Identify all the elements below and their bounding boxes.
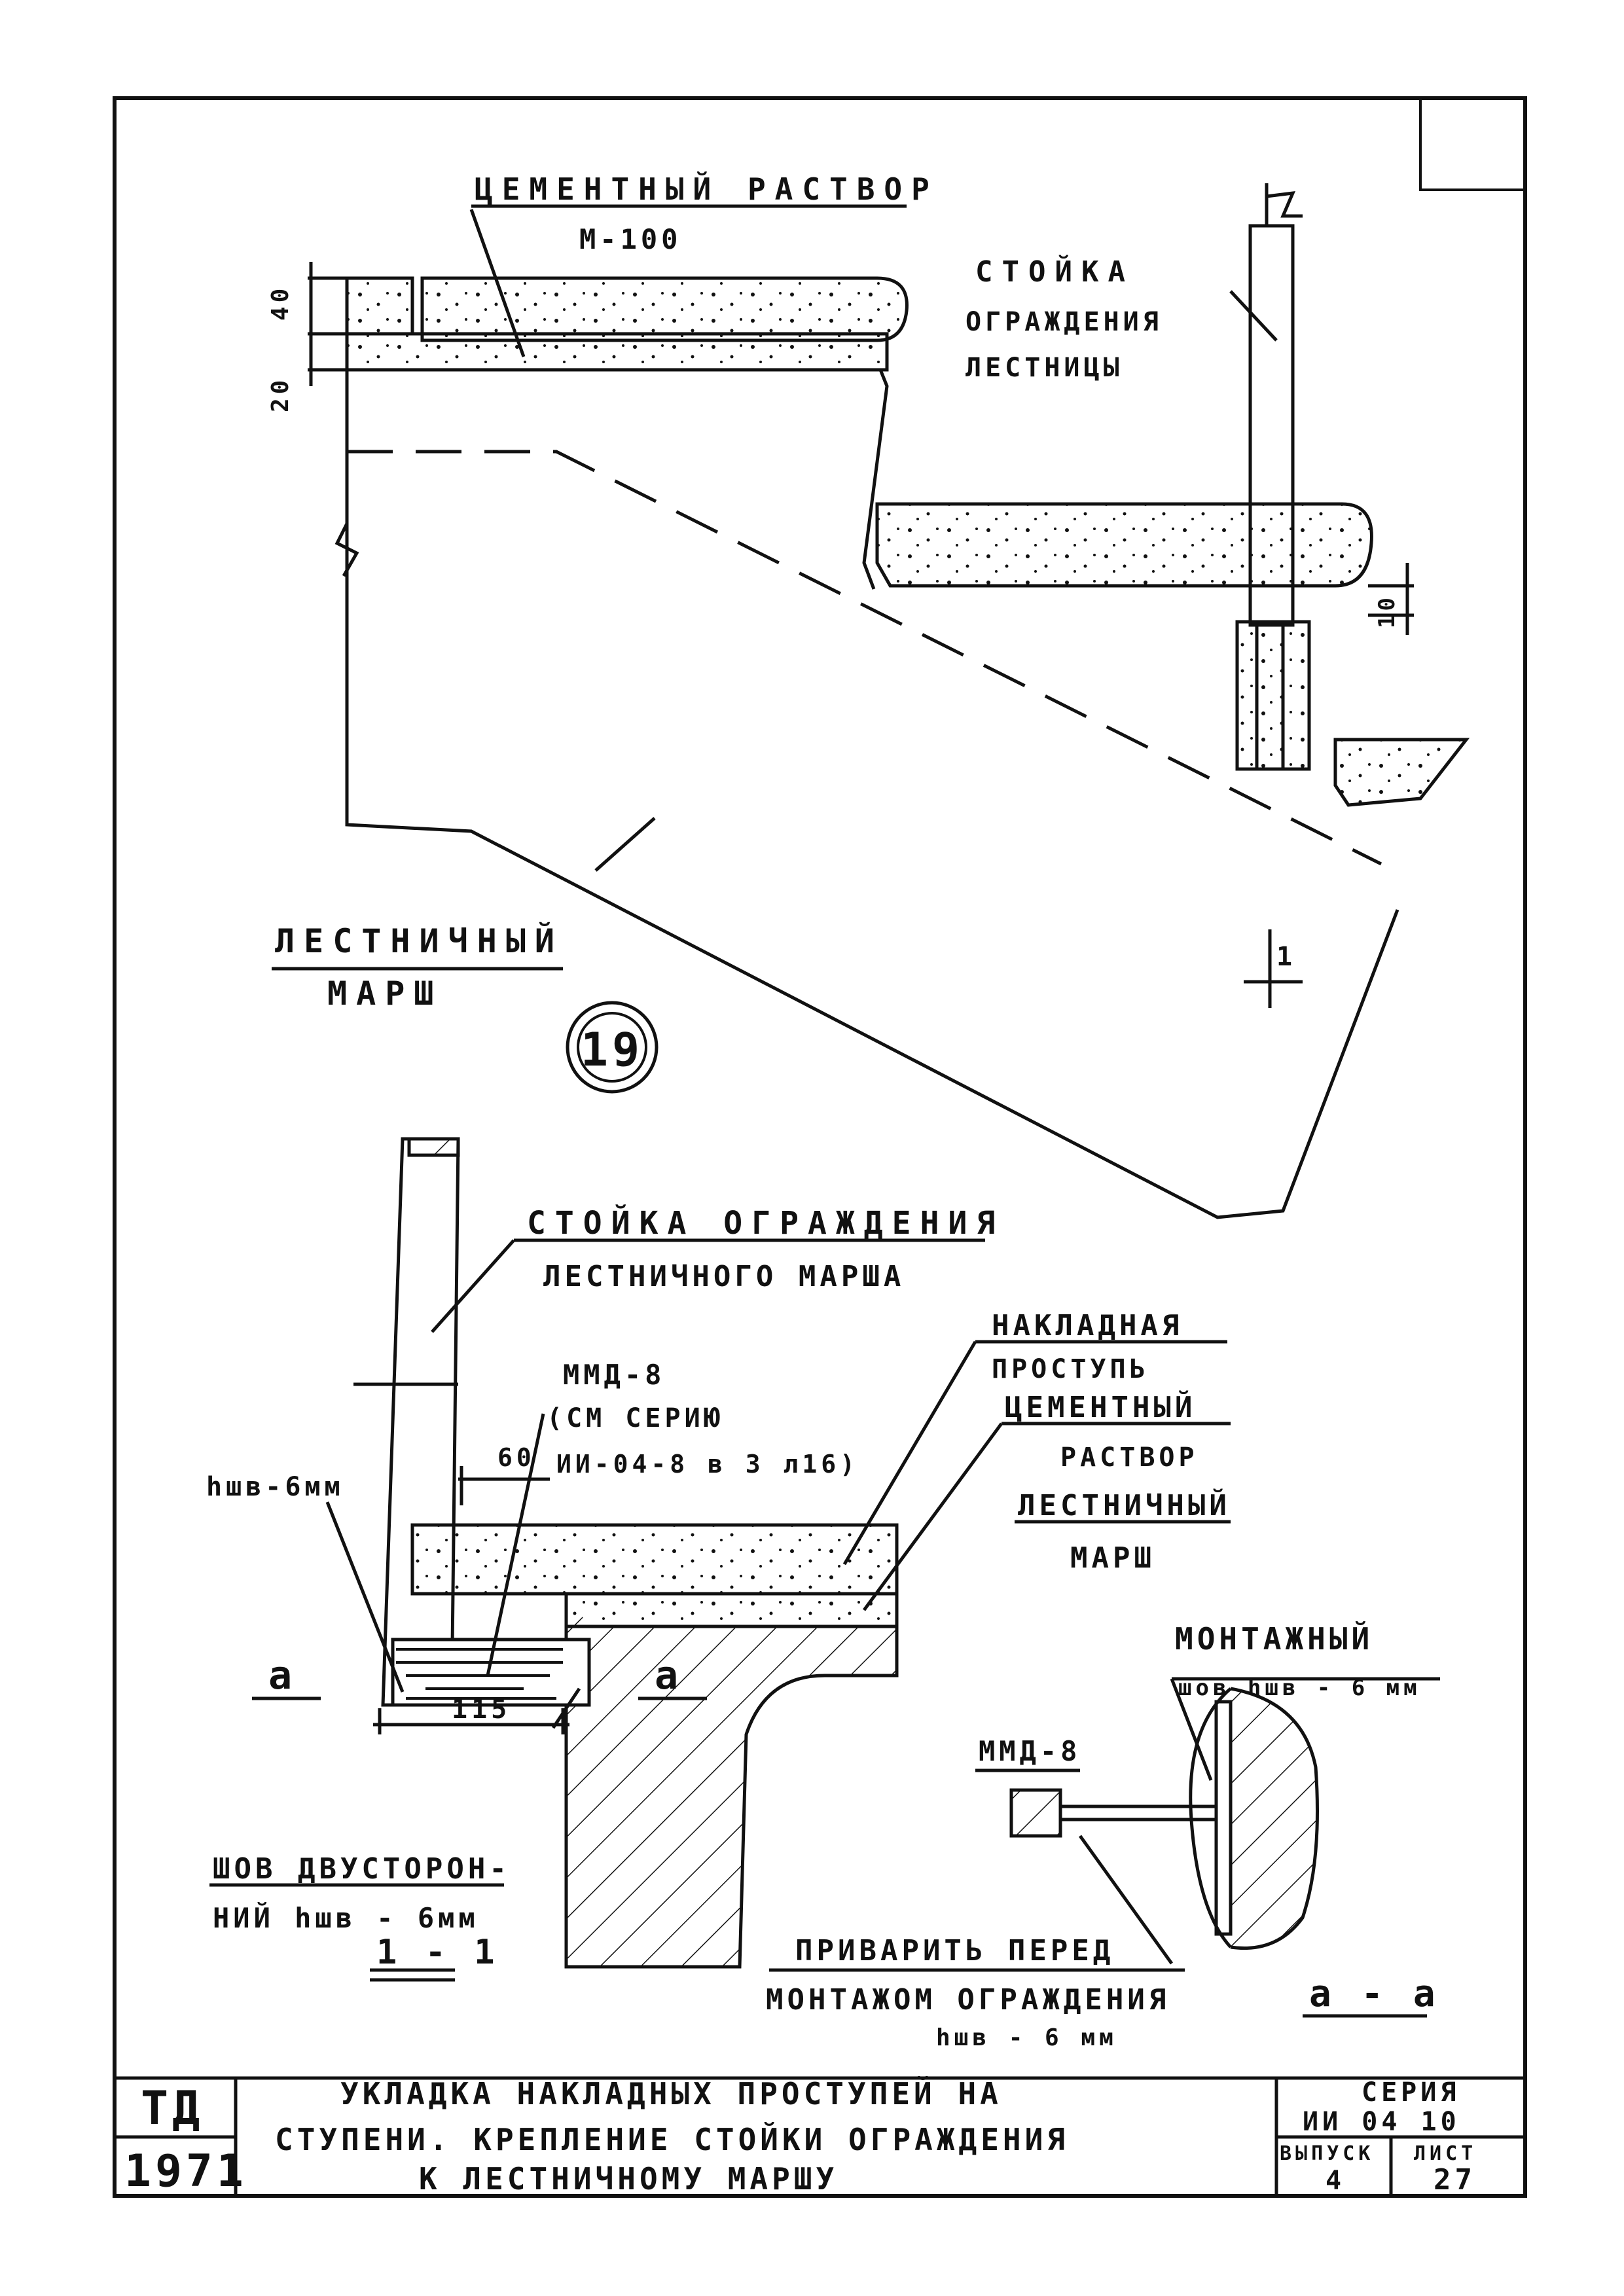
label-post-11-1: СТОЙКА ОГРАЖДЕНИЯ — [527, 1204, 1004, 1242]
title-line-3: К ЛЕСТНИЧНОМУ МАРШУ — [419, 2161, 838, 2197]
section-title-11: 1 - 1 — [376, 1933, 499, 1972]
label-stair-1: ЛЕСТНИЧНЫЙ — [275, 922, 564, 960]
upper-tread — [420, 276, 909, 342]
post-section — [381, 1137, 460, 1707]
label-overlay-1: НАКЛАДНАЯ — [992, 1309, 1183, 1342]
break-line — [334, 522, 359, 577]
dim-20: 20 — [267, 376, 294, 412]
title-org: ТД — [141, 2081, 204, 2135]
sheet-value: 27 — [1434, 2163, 1476, 2197]
mortar-layer — [564, 1592, 899, 1628]
plate-aa — [1214, 1700, 1233, 1936]
label-post-2: ОГРАЖДЕНИЯ — [965, 307, 1163, 337]
label-mortar-1: ЦЕМЕНТНЫЙ — [1005, 1390, 1196, 1424]
top-view — [272, 183, 1470, 1219]
title-year: 1971 — [124, 2145, 247, 2197]
embedded-plate — [1235, 620, 1311, 771]
label-mount-1: МОНТАЖНЫЙ — [1175, 1621, 1373, 1657]
post-top-break — [1266, 190, 1303, 218]
sheet-label: ЛИСТ — [1414, 2142, 1477, 2165]
label-grade: М-100 — [579, 223, 681, 255]
lower-tread — [875, 502, 1373, 588]
node-marker: 19 — [566, 1001, 659, 1094]
upper-mortar-layer — [345, 332, 889, 372]
issue-label: ВЫПУСК — [1280, 2142, 1374, 2165]
label-post-11-2: ЛЕСТНИЧНОГО МАРША — [543, 1260, 905, 1293]
upper-overlay-tread — [345, 276, 414, 336]
view-a-a — [769, 1677, 1440, 2018]
series-label: СЕРИЯ — [1362, 2077, 1460, 2108]
title-block — [115, 2076, 1525, 2196]
label-part-aa: ММД-8 — [979, 1735, 1081, 1767]
title-line-1: УКЛАДКА НАКЛАДНЫХ ПРОСТУПЕЙ НА — [340, 2076, 1002, 2111]
riser — [862, 369, 889, 590]
series-value: ИИ 04 10 — [1303, 2107, 1460, 2137]
cut-mark-a-right: а — [655, 1653, 682, 1698]
issue-value: 4 — [1326, 2166, 1345, 2196]
dim-115: 115 — [452, 1695, 511, 1725]
lower-small-tread — [1333, 738, 1470, 807]
corner-stamp — [1419, 98, 1525, 191]
label-post-1: СТОЙКА — [975, 254, 1134, 289]
label-overlay-2: ПРОСТУПЬ — [992, 1354, 1149, 1384]
label-stair-11-1: ЛЕСТНИЧНЫЙ — [1018, 1488, 1231, 1522]
label-part-mmd8: ММД-8 — [563, 1359, 665, 1391]
section-1-1 — [209, 1137, 1231, 1982]
label-cement-mortar: ЦЕМЕНТНЫЙ РАСТВОР — [475, 171, 939, 207]
cut-mark-a-left: а — [268, 1653, 296, 1698]
bar-end — [1009, 1788, 1062, 1838]
section-mark-1: 1 — [1276, 942, 1296, 972]
label-mount-2: шов hшв - 6 мм — [1178, 1675, 1421, 1701]
title-line-2: СТУПЕНИ. КРЕПЛЕНИЕ СТОЙКИ ОГРАЖДЕНИЯ — [275, 2122, 1069, 2157]
sheet-frame — [113, 96, 1527, 2198]
label-ref-1: (СМ СЕРИЮ — [547, 1403, 724, 1433]
concrete-step — [564, 1594, 899, 1969]
soffit-dashed — [347, 450, 1382, 866]
label-weld-before-1: ПРИВАРИТЬ ПЕРЕД — [795, 1934, 1114, 1967]
label-mortar-2: РАСТВОР — [1060, 1443, 1199, 1473]
label-ref-2: ИИ-04-8 в 3 л16) — [556, 1450, 859, 1479]
dim-40: 40 — [267, 285, 294, 321]
plate-hatch — [396, 1648, 563, 1700]
dim-60: 60 — [497, 1443, 535, 1472]
label-weld-hsw: hшв-6мм — [206, 1472, 344, 1502]
concrete-aa — [1230, 1687, 1319, 1950]
overlay-tread — [410, 1523, 899, 1596]
label-stair-11-2: МАРШ — [1070, 1541, 1155, 1575]
label-weld-before-3: hшв - 6 мм — [936, 2024, 1117, 2051]
node-number: 19 — [581, 1023, 643, 1077]
label-weld-two-2: НИЙ hшв - 6мм — [213, 1901, 479, 1934]
label-post-3: ЛЕСТНИЦЫ — [965, 353, 1123, 383]
stair-slab-outline — [345, 370, 1399, 1219]
label-weld-two-1: ШОВ ДВУСТОРОН- — [213, 1852, 511, 1886]
label-weld-before-2: МОНТАЖОМ ОГРАЖДЕНИЯ — [766, 1983, 1170, 2017]
label-stair-2: МАРШ — [327, 975, 442, 1013]
view-title-aa: а - а — [1309, 1973, 1439, 2015]
dim-10: 10 — [1374, 594, 1400, 628]
